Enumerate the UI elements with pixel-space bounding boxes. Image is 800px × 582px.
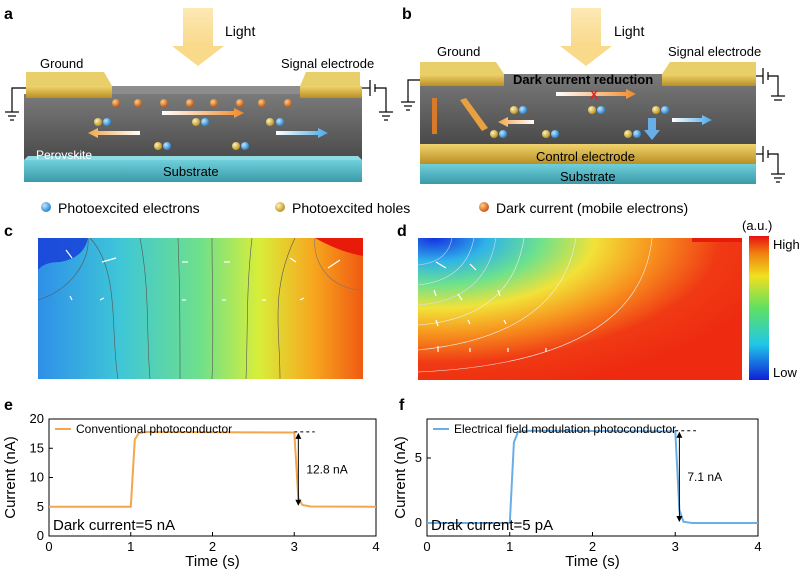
x-tick-label: 0 xyxy=(45,539,52,554)
signal-label-a: Signal electrode xyxy=(281,56,374,71)
footnote-label: Dark current=5 nA xyxy=(53,517,175,534)
panel-label-e: e xyxy=(4,397,13,414)
panel-label-b: b xyxy=(402,6,412,23)
arrow-head-up xyxy=(676,431,683,438)
svg-text:X: X xyxy=(590,88,598,102)
substrate-label-b: Substrate xyxy=(560,169,616,184)
legend-holes: Photoexcited holes xyxy=(292,200,410,216)
y-tick-label: 5 xyxy=(415,450,422,465)
y-tick-label: 10 xyxy=(30,470,44,485)
legend-label: Conventional photoconductor xyxy=(76,422,232,436)
legend-label: Electrical field modulation photoconduct… xyxy=(454,422,676,436)
colorbar-high: High xyxy=(773,237,800,252)
arrow-head-down xyxy=(676,516,683,522)
field-map-c xyxy=(37,237,364,380)
light-arrow-b xyxy=(560,8,612,66)
carrier-legend: Photoexcited electrons Photoexcited hole… xyxy=(41,200,688,216)
footnote-label: Drak current=5 pA xyxy=(431,517,553,534)
field-map-d xyxy=(417,237,742,380)
arrow-head-up xyxy=(295,432,302,439)
ground-symbol-b xyxy=(401,79,420,111)
x-axis-label: Time (s) xyxy=(565,553,619,570)
signal-label-b: Signal electrode xyxy=(668,44,761,59)
device-b xyxy=(420,62,756,184)
panel-label-d: d xyxy=(397,223,407,240)
colorbar xyxy=(749,236,769,380)
ground-label-b: Ground xyxy=(437,44,480,59)
y-axis-label: Current (nA) xyxy=(392,436,409,519)
control-electrode-label: Control electrode xyxy=(536,149,635,164)
colorbar-unit: (a.u.) xyxy=(742,218,772,233)
carriers-b: X xyxy=(432,88,712,140)
battery-symbol-control xyxy=(756,146,785,183)
light-arrow-a xyxy=(172,8,224,66)
battery-symbol-a xyxy=(362,80,393,121)
y-tick-label: 20 xyxy=(30,411,44,426)
legend-dark: Dark current (mobile electrons) xyxy=(496,200,688,216)
x-axis-label: Time (s) xyxy=(185,553,239,570)
panel-label-f: f xyxy=(399,397,405,414)
series-line xyxy=(427,429,758,524)
x-tick-label: 4 xyxy=(754,539,761,554)
x-tick-label: 1 xyxy=(127,539,134,554)
legend-electrons: Photoexcited electrons xyxy=(58,200,200,216)
y-tick-label: 5 xyxy=(37,499,44,514)
y-tick-label: 0 xyxy=(415,515,422,530)
x-tick-label: 2 xyxy=(589,539,596,554)
light-label-b: Light xyxy=(614,23,644,39)
y-tick-label: 0 xyxy=(37,528,44,543)
perovskite-label: Perovskite xyxy=(36,148,92,162)
arrow-head-down xyxy=(295,499,302,506)
panel-label-a: a xyxy=(4,6,13,23)
x-tick-label: 2 xyxy=(209,539,216,554)
battery-symbol-b xyxy=(756,68,785,101)
carriers-a xyxy=(88,99,328,150)
x-tick-label: 3 xyxy=(672,539,679,554)
annotation-label: 12.8 nA xyxy=(306,462,347,476)
x-tick-label: 1 xyxy=(506,539,513,554)
panel-label-c: c xyxy=(4,223,13,240)
light-label-a: Light xyxy=(225,23,255,39)
annotation-label: 7.1 nA xyxy=(687,470,722,484)
x-tick-label: 3 xyxy=(291,539,298,554)
dark-reduction-label: Dark current reduction xyxy=(513,72,653,87)
y-tick-label: 15 xyxy=(30,440,44,455)
colorbar-low: Low xyxy=(773,365,797,380)
device-a xyxy=(24,72,362,182)
x-tick-label: 4 xyxy=(372,539,379,554)
x-tick-label: 0 xyxy=(423,539,430,554)
substrate-label-a: Substrate xyxy=(163,164,219,179)
ground-label-a: Ground xyxy=(40,56,83,71)
ground-symbol-a xyxy=(5,87,26,121)
series-line xyxy=(49,430,377,508)
y-axis-label: Current (nA) xyxy=(2,436,19,519)
